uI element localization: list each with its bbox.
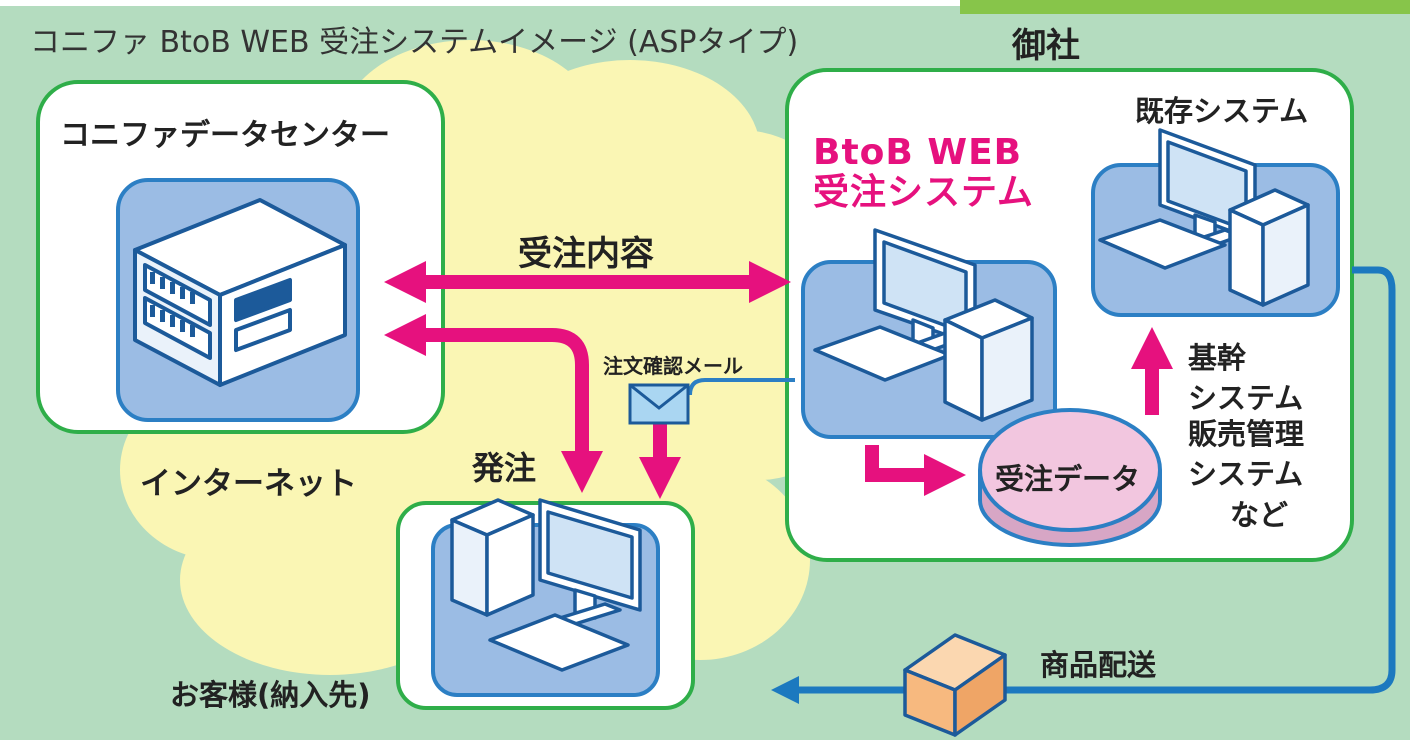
- existing-system-computer-icon: [1098, 128, 1310, 307]
- order-data-disk: [978, 408, 1162, 547]
- diagram-title: コニファ BtoB WEB 受注システムイメージ (ASPタイプ): [30, 25, 799, 60]
- top-strip: [0, 0, 960, 6]
- sales-system-label: 販売管理 システム: [1188, 414, 1304, 494]
- customer-label: お客様(納入先): [170, 678, 371, 712]
- internet-label: インターネット: [140, 466, 357, 502]
- sales-system-label-line1: 販売管理: [1188, 417, 1305, 451]
- existing-system-label: 既存システム: [1135, 94, 1309, 128]
- data-center-label: コニファデータセンター: [60, 118, 390, 153]
- package-icon: [903, 633, 1007, 737]
- order-confirm-mail-label: 注文確認メール: [603, 354, 743, 378]
- btob-system-label: BtoB WEB 受注システム: [813, 133, 1034, 213]
- customer-computer-icon: [450, 498, 642, 672]
- to-order-data-arrow: [865, 445, 966, 496]
- btob-system-label-line2: 受注システム: [813, 172, 1034, 213]
- etc-label: など: [1230, 498, 1289, 532]
- core-system-label-line1: 基幹: [1188, 341, 1247, 375]
- core-system-label-line2: システム: [1188, 381, 1304, 415]
- btob-system-label-line1: BtoB WEB: [813, 132, 1023, 173]
- server-icon: [133, 198, 347, 387]
- order-contents-label: 受注内容: [518, 234, 654, 274]
- envelope-icon: [628, 383, 690, 425]
- mail-line: [688, 378, 795, 396]
- company-label: 御社: [1012, 26, 1080, 66]
- order-placement-arrow: [384, 314, 589, 455]
- btob-computer-icon: [813, 228, 1034, 422]
- sales-system-label-line2: システム: [1188, 457, 1304, 491]
- header-bar: [960, 0, 1410, 14]
- delivery-line: [771, 266, 1396, 704]
- delivery-label: 商品配送: [1040, 648, 1157, 682]
- order-label: 発注: [472, 449, 537, 487]
- core-system-label: 基幹 システム: [1188, 338, 1303, 418]
- order-data-label: 受注データ: [995, 462, 1141, 496]
